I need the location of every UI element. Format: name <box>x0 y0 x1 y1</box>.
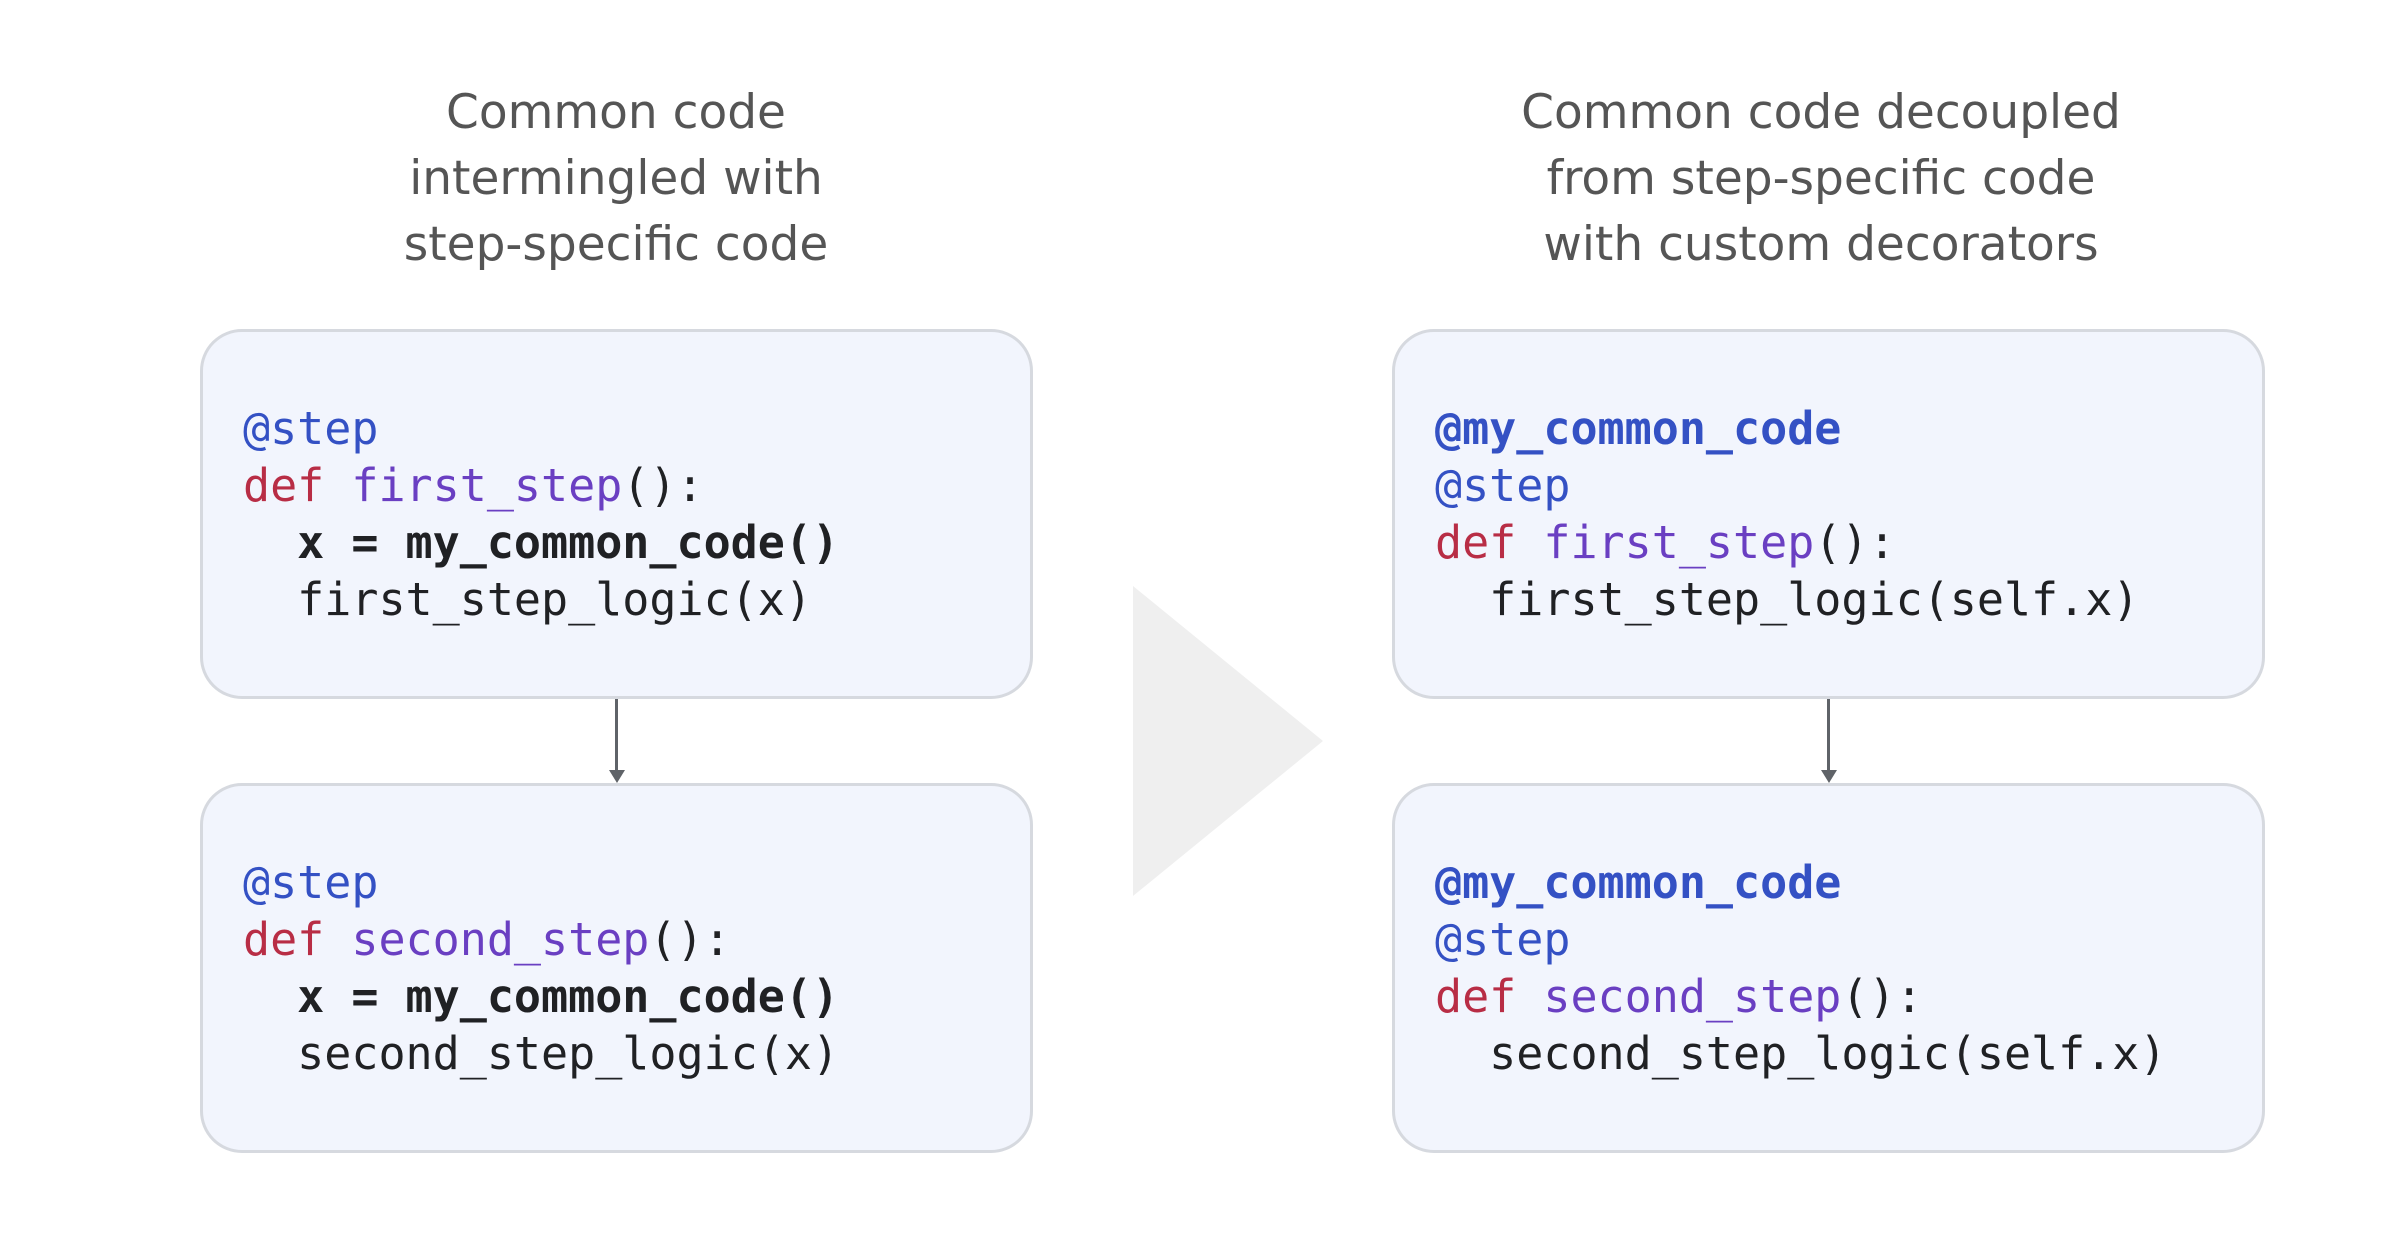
right-heading-line-2: from step-specific code <box>1546 151 2096 206</box>
left-panel-heading: Common code intermingled with step-speci… <box>166 80 1066 278</box>
code-line: second_step_logic(x) <box>243 1025 1030 1082</box>
code-token-dec: @step <box>243 402 379 455</box>
code-line: def second_step(): <box>243 911 1030 968</box>
code-line: x = my_common_code() <box>243 968 1030 1025</box>
code-token-dec-bold: @my_common_code <box>1435 856 1842 909</box>
code-line: @my_common_code <box>1435 854 2262 911</box>
code-token-plain: (): <box>622 459 704 512</box>
code-line: def second_step(): <box>1435 968 2262 1025</box>
code-token-plain: (): <box>649 913 731 966</box>
left-flow-connector <box>615 699 618 771</box>
code-line: @step <box>1435 911 2262 968</box>
code-token-kw: def <box>243 459 325 512</box>
code-token-bold: x = my_common_code() <box>243 970 840 1023</box>
code-token-plain <box>324 459 351 512</box>
left-arrow-down-icon <box>609 770 625 783</box>
left-heading-line-1: Common code <box>446 85 786 140</box>
code-line: @my_common_code <box>1435 400 2262 457</box>
code-line: first_step_logic(self.x) <box>1435 571 2262 628</box>
code-token-plain: second_step_logic(x) <box>243 1027 840 1080</box>
code-token-fn: second_step <box>1543 970 1842 1023</box>
code-line: x = my_common_code() <box>243 514 1030 571</box>
code-token-fn: first_step <box>1543 516 1815 569</box>
code-token-dec-bold: @my_common_code <box>1435 402 1842 455</box>
code-token-plain: (): <box>1814 516 1896 569</box>
code-line: def first_step(): <box>1435 514 2262 571</box>
code-token-plain: first_step_logic(self.x) <box>1435 573 2140 626</box>
code-line: @step <box>1435 457 2262 514</box>
transition-arrow-shape <box>1133 586 1323 896</box>
code-token-plain: (): <box>1841 970 1923 1023</box>
code-line: def first_step(): <box>243 457 1030 514</box>
left-heading-line-3: step-specific code <box>403 217 829 272</box>
code-token-plain <box>1516 516 1543 569</box>
code-token-kw: def <box>1435 970 1517 1023</box>
code-token-plain: first_step_logic(x) <box>243 573 812 626</box>
left-heading-line-2: intermingled with <box>409 151 823 206</box>
right-heading-line-1: Common code decoupled <box>1521 85 2121 140</box>
code-token-dec: @step <box>243 856 379 909</box>
code-line: @step <box>243 400 1030 457</box>
code-token-kw: def <box>1435 516 1517 569</box>
right-panel-heading: Common code decoupled from step-specific… <box>1371 80 2271 278</box>
code-token-kw: def <box>243 913 325 966</box>
code-line: second_step_logic(self.x) <box>1435 1025 2262 1082</box>
code-token-bold: x = my_common_code() <box>243 516 840 569</box>
right-flow-connector <box>1827 699 1830 771</box>
code-token-dec: @step <box>1435 913 1571 966</box>
code-token-fn: second_step <box>351 913 650 966</box>
code-line: first_step_logic(x) <box>243 571 1030 628</box>
right-arrow-down-icon <box>1821 770 1837 783</box>
code-token-plain <box>324 913 351 966</box>
code-line: @step <box>243 854 1030 911</box>
code-token-plain: second_step_logic(self.x) <box>1435 1027 2167 1080</box>
code-token-plain <box>1516 970 1543 1023</box>
right-heading-line-3: with custom decorators <box>1543 217 2099 272</box>
code-token-dec: @step <box>1435 459 1571 512</box>
play-triangle-icon <box>1133 586 1323 896</box>
code-token-fn: first_step <box>351 459 623 512</box>
